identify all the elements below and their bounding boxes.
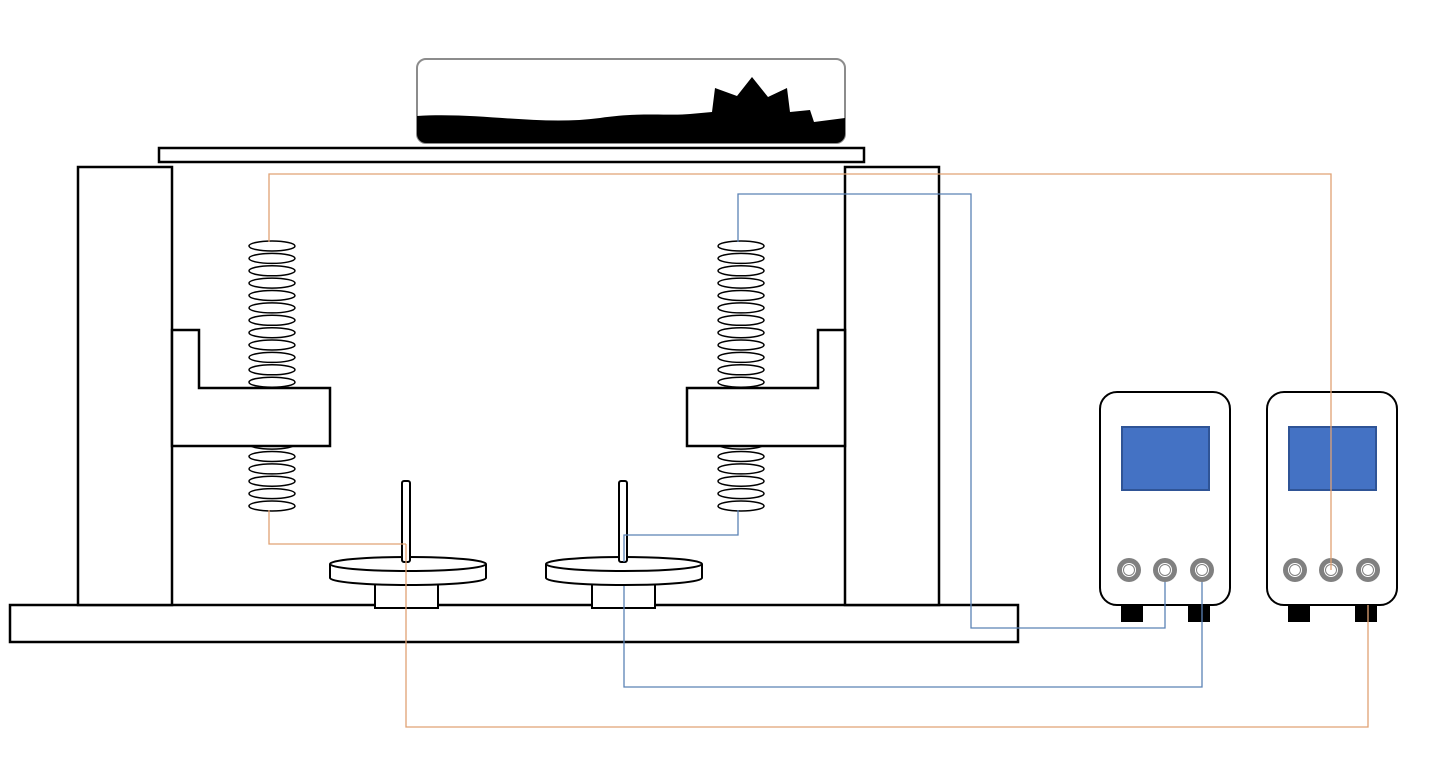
spring-coil <box>248 364 296 376</box>
wiring <box>268 173 1369 728</box>
spring-coil <box>248 314 296 327</box>
spring-coil <box>248 351 296 364</box>
spring-coil <box>717 351 765 364</box>
spring-coil <box>717 376 765 388</box>
base-plate <box>8 603 1020 644</box>
left-bracket <box>170 328 332 448</box>
foot <box>1188 605 1210 622</box>
orange-wire-bottom <box>405 544 1369 728</box>
spring-coil <box>248 302 296 314</box>
spring-coil <box>717 326 765 339</box>
spring-coil <box>717 339 765 351</box>
terrain-silhouette-icon <box>417 77 845 143</box>
blue-wire-top <box>737 193 1166 629</box>
left-column <box>76 165 174 607</box>
spring-coil <box>717 487 765 500</box>
spring-coil <box>717 450 765 463</box>
blue-wire-bottom-right <box>623 510 739 562</box>
left-spring <box>248 240 296 512</box>
right-spring <box>717 240 765 512</box>
controller-right <box>1266 391 1398 622</box>
foot <box>1355 605 1377 622</box>
spring-coil <box>717 302 765 314</box>
spring-coil <box>248 500 296 512</box>
spring-coil <box>717 364 765 376</box>
spring-coil <box>248 463 296 475</box>
spring-coil <box>717 265 765 277</box>
right-bracket <box>685 328 847 448</box>
left-pedestal <box>329 480 487 609</box>
spring-coil <box>717 314 765 327</box>
spring-coil <box>248 475 296 487</box>
spring-coil <box>248 450 296 463</box>
spring-coil <box>717 289 765 302</box>
spring-coil <box>248 339 296 351</box>
controller-left <box>1099 391 1231 622</box>
spring-coil <box>717 252 765 265</box>
foot <box>1121 605 1143 622</box>
spring-coil <box>248 376 296 388</box>
orange-wire-bottom-left <box>268 510 406 545</box>
spring-coil <box>717 240 765 252</box>
controller-left-screen <box>1121 426 1210 491</box>
spring-coil <box>248 240 296 252</box>
controller-right-screen <box>1288 426 1377 491</box>
top-crossbar <box>157 146 866 164</box>
spring-coil <box>248 289 296 302</box>
spring-coil <box>248 252 296 265</box>
right-probe-rod <box>618 480 628 563</box>
spring-coil <box>717 500 765 512</box>
orange-wire-top <box>268 173 1332 570</box>
spring-coil <box>717 277 765 289</box>
spring-coil <box>248 277 296 289</box>
spring-coil <box>717 463 765 475</box>
spring-coil <box>248 487 296 500</box>
right-column <box>843 165 941 607</box>
sample-window <box>416 58 846 144</box>
blue-wire-bottom <box>623 582 1203 688</box>
spring-coil <box>248 265 296 277</box>
spring-coil <box>248 326 296 339</box>
foot <box>1288 605 1310 622</box>
spring-coil <box>717 475 765 487</box>
